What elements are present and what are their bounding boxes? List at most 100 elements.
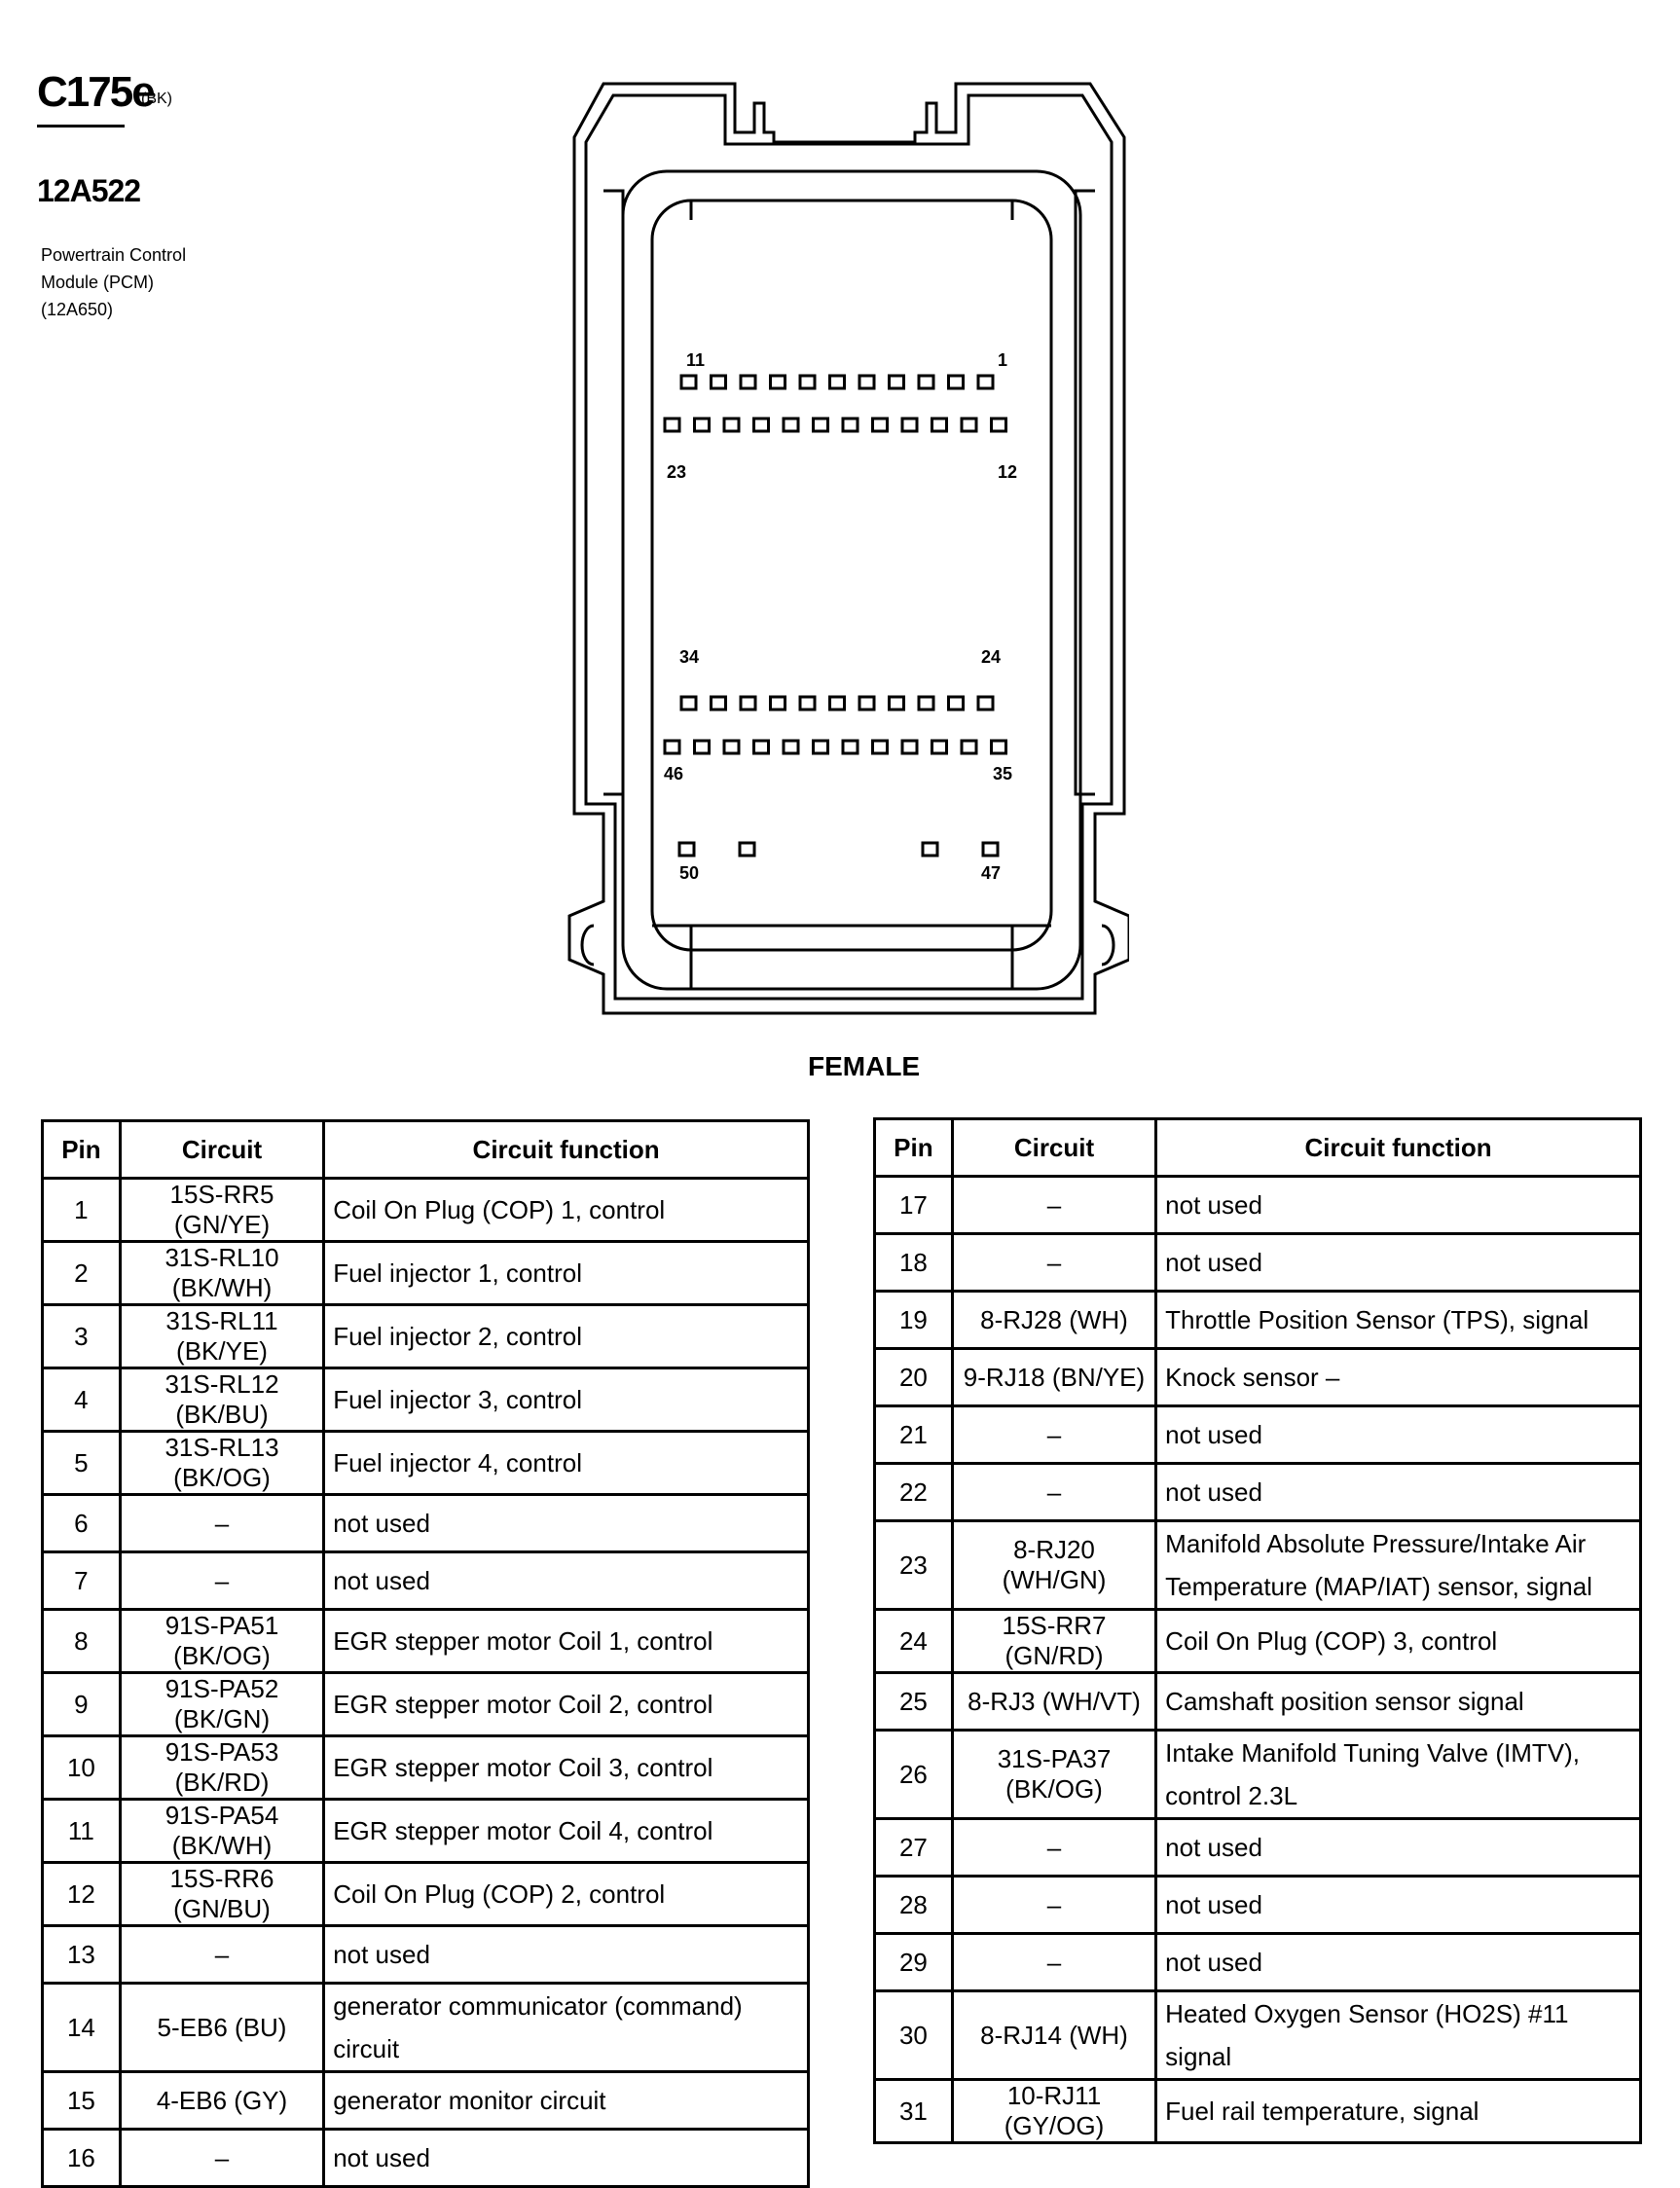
pin-cavity [782,417,800,433]
pin-cavity [769,374,786,390]
circuit-cell: 91S-PA53 (BK/RD) [118,1734,326,1801]
pin-cavity [798,374,817,390]
pin-cell: 1 [41,1177,122,1243]
pin-cell: 7 [41,1550,122,1611]
pin-cavity [769,695,786,711]
pin-cavity [871,417,889,433]
pin-cavity [990,417,1007,433]
circuit-function-cell: generator monitor circuit [322,2070,810,2131]
pin-cell: 5 [41,1430,122,1496]
circuit-cell: 15S-RR7 (GN/RD) [950,1608,1158,1674]
table-header-row: Pin Circuit Circuit function [873,1117,1642,1178]
pin-cavity [663,417,681,433]
pin-label: 34 [679,647,699,667]
pin-table-right: Pin Circuit Circuit function 17–not used… [873,1117,1642,2144]
circuit-cell: 91S-PA51 (BK/OG) [118,1608,326,1674]
circuit-cell: 91S-PA52 (BK/GN) [118,1671,326,1737]
pin-cell: 28 [873,1875,954,1935]
circuit-function-cell: Fuel injector 2, control [322,1303,810,1369]
circuit-function-cell: Heated Oxygen Sensor (HO2S) #11 signal [1154,1989,1642,2081]
part-number: 12A522 [37,173,141,208]
pin-cell: 4 [41,1367,122,1433]
pin-cavity [841,417,859,433]
pin-cavity [739,374,757,390]
pin-cell: 24 [873,1608,954,1674]
circuit-function-cell: Camshaft position sensor signal [1154,1671,1642,1732]
circuit-cell: – [118,1550,326,1611]
pin-cell: 31 [873,2078,954,2144]
mount-ear-right [1101,924,1115,966]
pin-cell: 29 [873,1932,954,1992]
pin-cell: 17 [873,1175,954,1235]
pin-cavity [738,841,756,857]
pin-cell: 15 [41,2070,122,2131]
circuit-cell: – [118,1924,326,1985]
circuit-cell: 31S-RL13 (BK/OG) [118,1430,326,1496]
connector-color: (BK) [141,91,172,107]
pin-cell: 23 [873,1519,954,1611]
pin-label: 50 [679,863,699,883]
circuit-function-cell: Fuel injector 1, control [322,1240,810,1306]
circuit-cell: – [950,1875,1158,1935]
circuit-function-cell: Fuel rail temperature, signal [1154,2078,1642,2144]
circuit-cell: – [950,1404,1158,1465]
circuit-function-cell: not used [1154,1462,1642,1522]
pin-label: 11 [686,350,705,370]
header-circuit-function: Circuit function [322,1119,810,1180]
table-row: 22–not used [873,1462,1642,1522]
pin-cell: 30 [873,1989,954,2081]
pin-cavity [693,739,711,755]
pin-cavity [663,739,681,755]
table-row: 7–not used [41,1550,810,1611]
circuit-function-cell: EGR stepper motor Coil 2, control [322,1671,810,1737]
pin-cavity [888,695,905,711]
description-line: Module (PCM) [41,273,155,292]
cavity-frame [621,169,1082,991]
pin-label: 47 [981,863,1001,883]
circuit-cell: 31S-RL11 (BK/YE) [118,1303,326,1369]
pin-cavity [990,739,1007,755]
pin-cavity [710,374,727,390]
description-line: (12A650) [41,300,114,319]
pin-label: 1 [998,350,1007,370]
circuit-function-cell: not used [1154,1404,1642,1465]
circuit-function-cell: not used [322,1550,810,1611]
circuit-function-cell: Manifold Absolute Pressure/Intake Air Te… [1154,1519,1642,1611]
module-description: Powertrain Control Module (PCM) (12A650) [41,241,186,323]
circuit-cell: – [950,1817,1158,1878]
circuit-function-cell: Knock sensor – [1154,1347,1642,1407]
pin-cell: 19 [873,1290,954,1350]
pin-cavity [917,374,935,390]
circuit-function-cell: Coil On Plug (COP) 2, control [322,1861,810,1927]
pin-cavity [981,841,1000,857]
circuit-cell: 15S-RR5 (GN/YE) [118,1177,326,1243]
pin-cavity [931,739,948,755]
pin-cavity [976,695,995,711]
pin-cell: 8 [41,1608,122,1674]
circuit-function-cell: not used [322,1493,810,1553]
pin-cell: 25 [873,1671,954,1732]
pin-cavity [710,695,727,711]
circuit-function-cell: not used [1154,1875,1642,1935]
pin-cavity [921,841,939,857]
mount-ear-left [580,924,595,966]
table-row: 21–not used [873,1404,1642,1465]
pin-cell: 26 [873,1729,954,1820]
circuit-cell: 15S-RR6 (GN/BU) [118,1861,326,1927]
header-pin: Pin [41,1119,122,1180]
pin-cavity [798,695,817,711]
circuit-cell: 8-RJ3 (WH/VT) [950,1671,1158,1732]
circuit-function-cell: EGR stepper motor Coil 1, control [322,1608,810,1674]
circuit-cell: 31S-RL10 (BK/WH) [118,1240,326,1306]
circuit-cell: – [118,2128,326,2188]
circuit-function-cell: Fuel injector 4, control [322,1430,810,1496]
title-underline [37,125,125,128]
pin-cavity [947,695,965,711]
circuit-function-cell: not used [322,2128,810,2188]
